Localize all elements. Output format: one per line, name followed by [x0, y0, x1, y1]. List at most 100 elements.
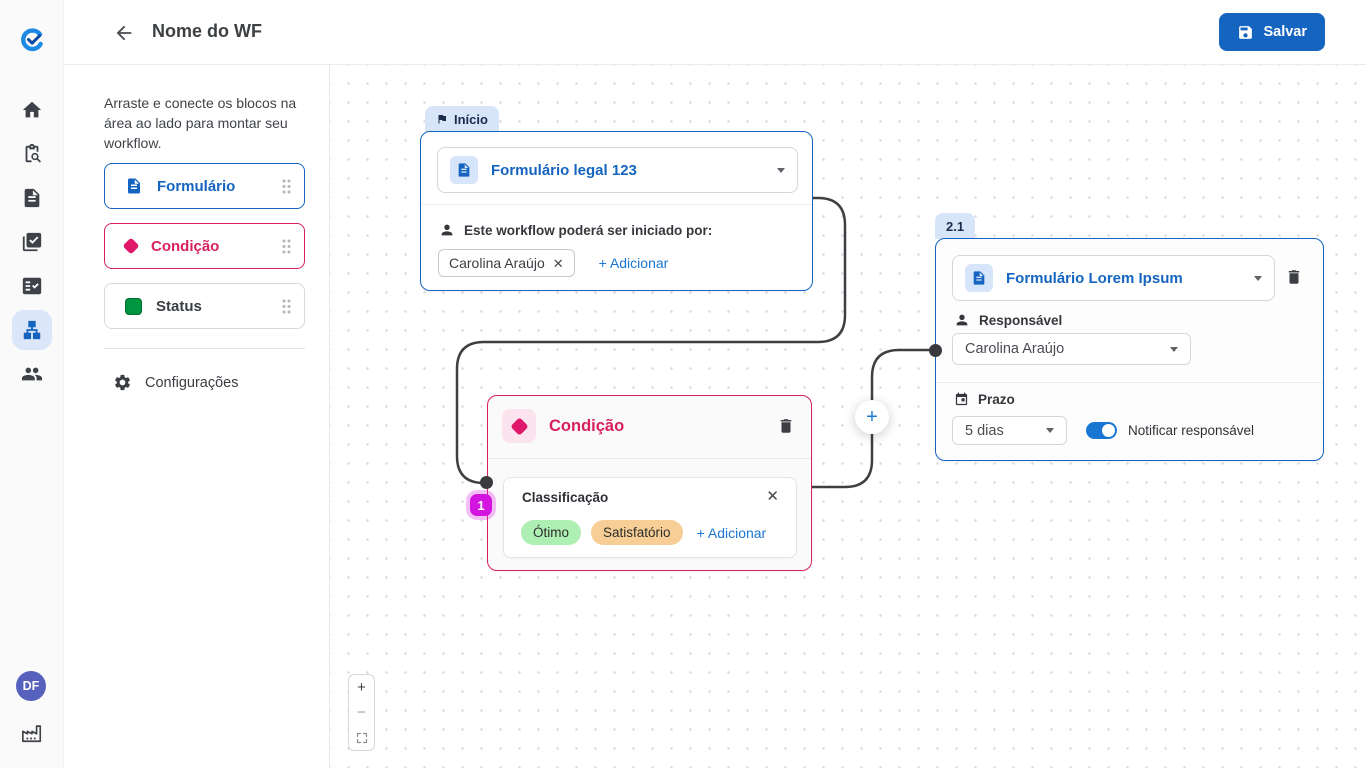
trash-icon — [1288, 270, 1300, 284]
chip-label: Ótimo — [533, 525, 570, 540]
form-select-value: Formulário Lorem Ipsum — [1006, 269, 1183, 287]
sidebar-item-fact-check[interactable] — [0, 275, 64, 297]
initiators-label: Este workflow poderá ser iniciado por: — [464, 222, 713, 238]
sidebar-item-home[interactable] — [0, 99, 64, 121]
badge-label: 1 — [477, 497, 485, 513]
sidebar-item-forms[interactable] — [0, 231, 64, 253]
page-title: Nome do WF — [152, 21, 262, 41]
trash-icon — [780, 419, 792, 433]
app-logo[interactable] — [0, 27, 64, 53]
deadline-select-value: 5 dias — [965, 422, 1004, 439]
delete-node21-button[interactable] — [1285, 268, 1303, 286]
form-select[interactable]: Formulário legal 123 — [437, 147, 798, 193]
classification-chips-row: Ótimo Satisfatório + Adicionar — [521, 520, 766, 545]
chip-remove-icon[interactable]: ✕ — [552, 255, 564, 271]
people-icon — [21, 367, 43, 381]
add-initiator-link[interactable]: + Adicionar — [598, 255, 669, 271]
flag-icon — [438, 115, 446, 124]
connection-handle[interactable] — [480, 476, 493, 489]
block-label: Condição — [151, 237, 220, 255]
deadline-label-row: Prazo — [954, 392, 1015, 407]
notify-label: Notificar responsável — [1128, 423, 1255, 438]
sidebar-item-people[interactable] — [0, 363, 64, 385]
blocks-panel: Arraste e conecte os blocos na área ao l… — [64, 65, 330, 768]
clipboard-search-icon — [25, 143, 41, 163]
panel-instructions: Arraste e conecte os blocos na área ao l… — [104, 95, 297, 151]
block-label: Formulário — [157, 177, 236, 195]
sidebar-item-documents[interactable] — [0, 187, 64, 209]
node21-tag: 2.1 — [935, 213, 976, 239]
notify-toggle[interactable] — [1086, 422, 1117, 439]
start-node-tag: Início — [425, 106, 499, 132]
factory-icon — [22, 725, 42, 743]
chevron-down-icon — [777, 167, 785, 173]
sidebar-item-audit[interactable] — [0, 143, 64, 165]
logo-icon — [21, 28, 43, 52]
copy-check-icon — [22, 232, 42, 252]
start-node-tag-label: Início — [454, 111, 488, 127]
fact-check-icon — [22, 277, 42, 295]
save-button[interactable]: Salvar — [1219, 13, 1325, 51]
zoom-in-glyph: + — [357, 679, 366, 696]
add-node-button[interactable]: + — [855, 400, 889, 434]
condition-node[interactable]: Condição Classificação ✕ Ótimo Satisfató… — [487, 395, 812, 571]
deadline-label: Prazo — [978, 392, 1015, 407]
responsible-select[interactable]: Carolina Araújo — [952, 333, 1191, 365]
gear-icon — [115, 374, 130, 391]
canvas-zoom-controls: + − — [348, 674, 375, 751]
plus-icon: + — [866, 406, 878, 428]
classification-chip[interactable]: Satisfatório — [591, 520, 683, 545]
start-node[interactable]: Formulário legal 123 Este workflow poder… — [420, 131, 813, 291]
home-icon — [22, 101, 42, 118]
workflow-tree-icon — [23, 320, 41, 340]
deadline-select[interactable]: 5 dias — [952, 416, 1067, 445]
condition-branch-badge: 1 — [470, 494, 492, 516]
document-icon — [973, 271, 985, 285]
sidebar-item-workflows[interactable] — [0, 319, 64, 341]
diamond-icon — [122, 237, 140, 255]
close-card-icon[interactable]: ✕ — [766, 488, 779, 505]
condition-header: Condição — [502, 409, 624, 443]
classification-card: Classificação ✕ Ótimo Satisfatório + Adi… — [503, 477, 797, 558]
settings-label: Configurações — [145, 374, 239, 391]
chevron-down-icon — [1170, 346, 1178, 352]
panel-divider — [104, 348, 305, 349]
zoom-out-button[interactable]: − — [349, 700, 374, 725]
chevron-down-icon — [1254, 275, 1262, 281]
delete-condition-button[interactable] — [777, 417, 795, 435]
block-formulario[interactable]: Formulário — [104, 163, 305, 209]
responsible-label: Responsável — [979, 312, 1063, 328]
block-label: Status — [156, 297, 202, 315]
connection-handle[interactable] — [929, 344, 942, 357]
sidebar-item-organization[interactable] — [0, 722, 64, 744]
top-header: Nome do WF Salvar — [64, 0, 1366, 65]
avatar-initials: DF — [22, 679, 40, 693]
document-icon — [458, 163, 470, 177]
classification-chip[interactable]: Ótimo — [521, 520, 582, 545]
person-icon — [441, 224, 453, 236]
form-select-value: Formulário legal 123 — [491, 161, 637, 179]
initiator-chip[interactable]: Carolina Araújo ✕ — [438, 249, 575, 277]
block-status[interactable]: Status — [104, 283, 305, 329]
save-button-label: Salvar — [1263, 24, 1307, 40]
node21-tag-label: 2.1 — [946, 218, 965, 234]
workflow-canvas[interactable]: Início Formulário legal 123 Este workflo… — [330, 65, 1366, 768]
diamond-icon-chip — [502, 409, 536, 443]
settings-link[interactable]: Configurações — [113, 373, 239, 392]
block-condicao[interactable]: Condição — [104, 223, 305, 269]
initiators-label-row: Este workflow poderá ser iniciado por: — [439, 222, 712, 238]
drag-handle-icon[interactable] — [281, 178, 292, 195]
node21[interactable]: Formulário Lorem Ipsum Responsável Carol… — [935, 238, 1324, 461]
drag-handle-icon[interactable] — [281, 238, 292, 255]
fit-view-button[interactable] — [349, 725, 374, 750]
add-classification-link[interactable]: + Adicionar — [696, 524, 767, 541]
drag-handle-icon[interactable] — [281, 298, 292, 315]
document-icon — [24, 188, 40, 208]
user-avatar[interactable]: DF — [16, 671, 46, 701]
node-divider — [421, 204, 812, 205]
back-button[interactable] — [111, 20, 137, 46]
form-select[interactable]: Formulário Lorem Ipsum — [952, 255, 1275, 301]
responsible-label-row: Responsável — [954, 312, 1062, 328]
initiator-chip-label: Carolina Araújo — [449, 255, 545, 271]
zoom-in-button[interactable]: + — [349, 675, 374, 700]
